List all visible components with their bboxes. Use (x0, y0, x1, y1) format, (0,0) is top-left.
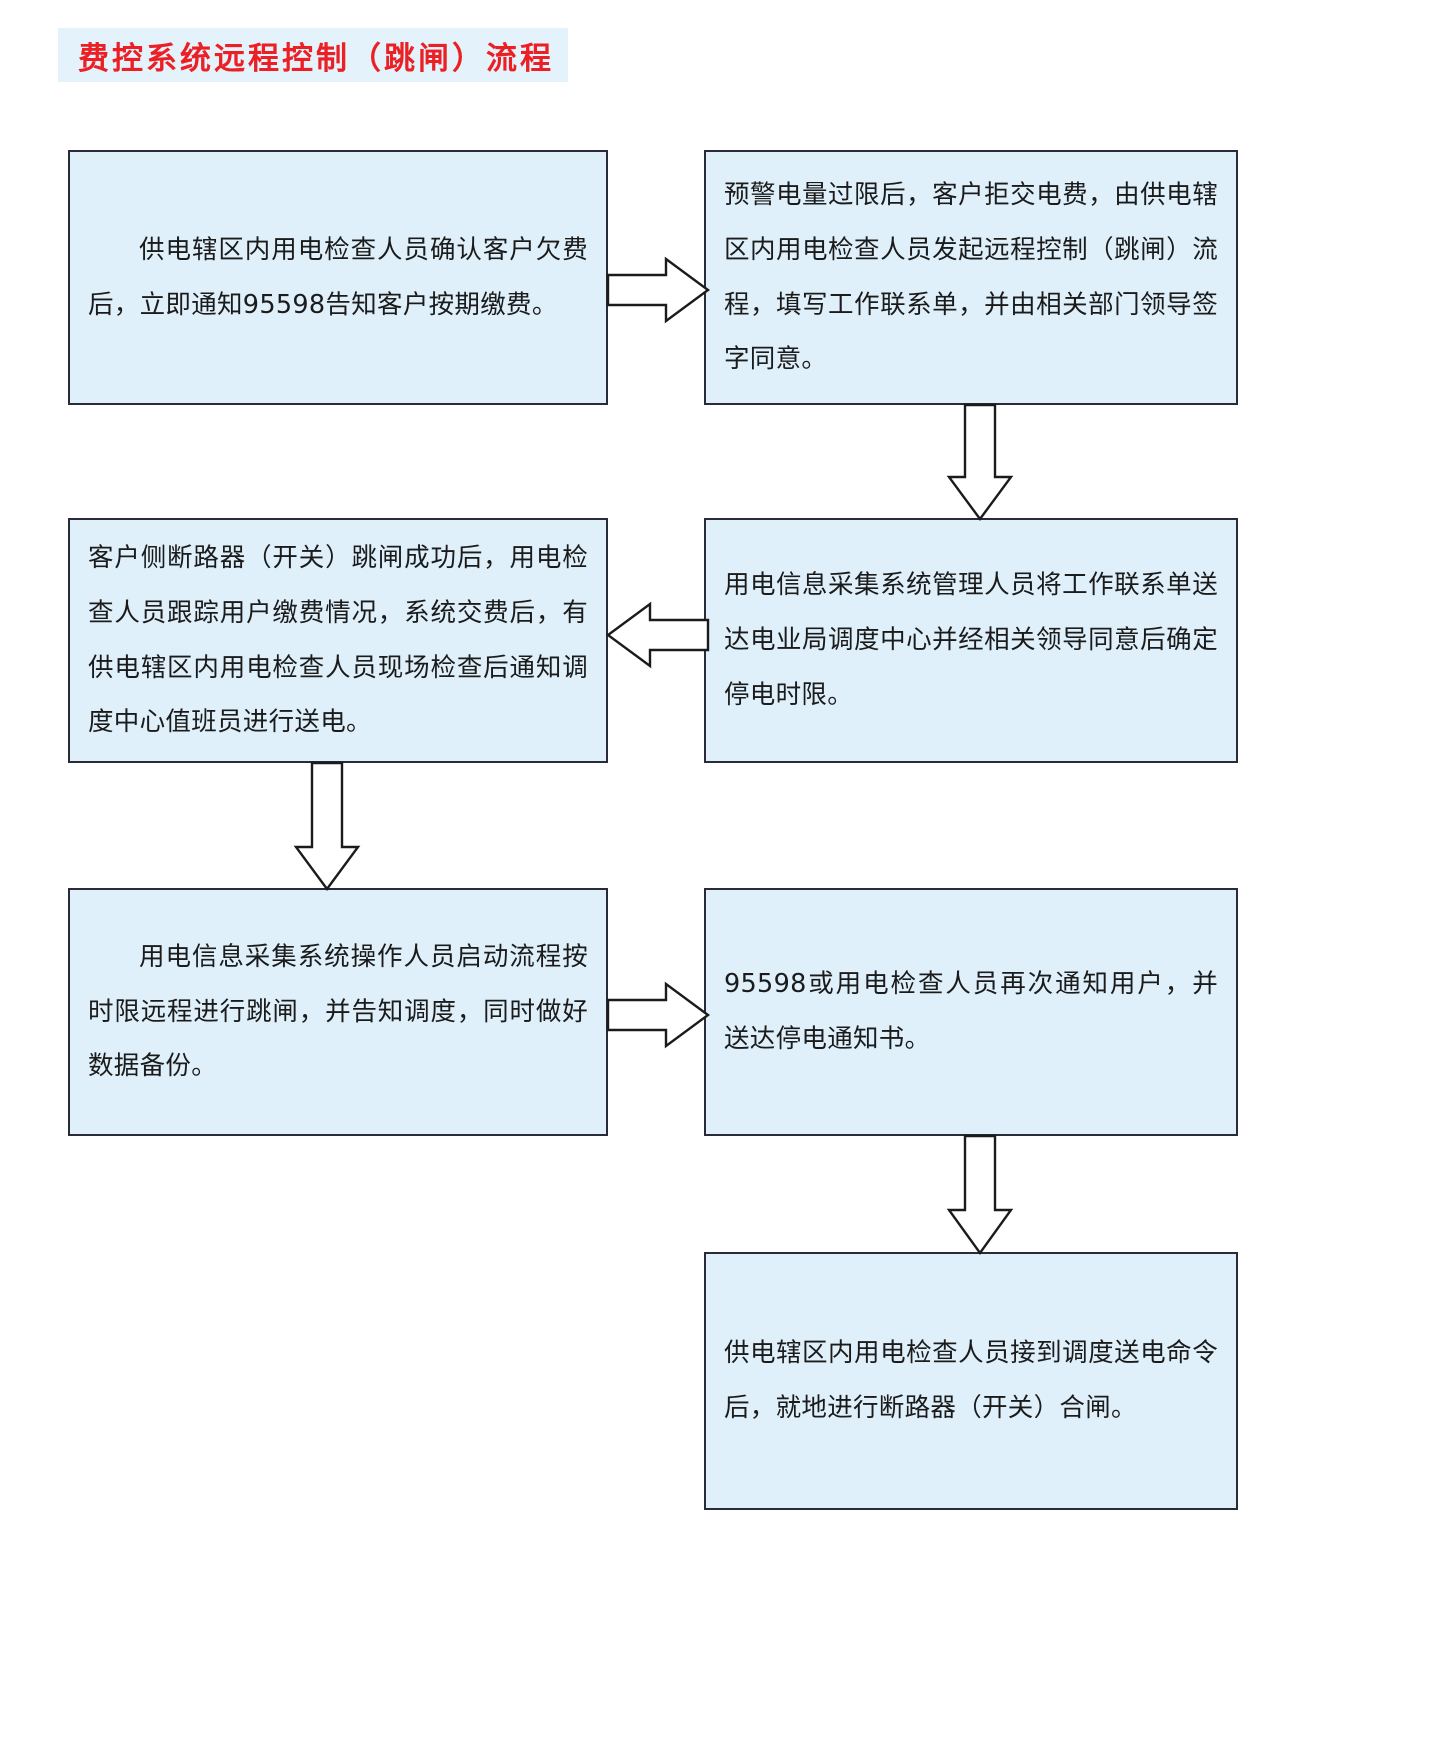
process-node-2-text: 预警电量过限后，客户拒交电费，由供电辖区内用电检查人员发起远程控制（跳闸）流程，… (724, 179, 1218, 375)
process-node-6-text: 95598或用电检查人员再次通知用户，并送达停电通知书。 (724, 969, 1218, 1054)
process-node-4[interactable]: 用电信息采集系统管理人员将工作联系单送达电业局调度中心并经相关领导同意后确定停电… (704, 518, 1238, 763)
process-node-5[interactable]: 用电信息采集系统操作人员启动流程按时限远程进行跳闸，并告知调度，同时做好数据备份… (68, 888, 608, 1136)
arrow-right-icon-node5-to-node6 (606, 980, 711, 1050)
process-node-3-text: 客户侧断路器（开关）跳闸成功后，用电检查人员跟踪用户缴费情况，系统交费后，有供电… (88, 542, 588, 738)
process-node-1[interactable]: 供电辖区内用电检查人员确认客户欠费后，立即通知95598告知客户按期缴费。 (68, 150, 608, 405)
arrow-down-icon-node6-to-node7 (945, 1134, 1015, 1256)
arrow-right-icon-node1-to-node2 (606, 255, 711, 325)
arrow-down-icon-node3-to-node5 (292, 761, 362, 892)
arrow-down-icon-node2-to-node4 (945, 403, 1015, 522)
process-node-1-text: 供电辖区内用电检查人员确认客户欠费后，立即通知95598告知客户按期缴费。 (88, 234, 588, 320)
chart-title-banner: 费控系统远程控制（跳闸）流程 (58, 28, 568, 82)
process-node-5-text: 用电信息采集系统操作人员启动流程按时限远程进行跳闸，并告知调度，同时做好数据备份… (88, 941, 588, 1082)
process-node-2[interactable]: 预警电量过限后，客户拒交电费，由供电辖区内用电检查人员发起远程控制（跳闸）流程，… (704, 150, 1238, 405)
process-node-7[interactable]: 供电辖区内用电检查人员接到调度送电命令后，就地进行断路器（开关）合闸。 (704, 1252, 1238, 1510)
process-node-3[interactable]: 客户侧断路器（开关）跳闸成功后，用电检查人员跟踪用户缴费情况，系统交费后，有供电… (68, 518, 608, 763)
process-node-7-text: 供电辖区内用电检查人员接到调度送电命令后，就地进行断路器（开关）合闸。 (724, 1338, 1218, 1423)
page-title: 费控系统远程控制（跳闸）流程 (78, 40, 554, 77)
process-node-6[interactable]: 95598或用电检查人员再次通知用户，并送达停电通知书。 (704, 888, 1238, 1136)
process-node-4-text: 用电信息采集系统管理人员将工作联系单送达电业局调度中心并经相关领导同意后确定停电… (724, 570, 1218, 710)
arrow-left-icon-node4-to-node3 (605, 600, 710, 670)
